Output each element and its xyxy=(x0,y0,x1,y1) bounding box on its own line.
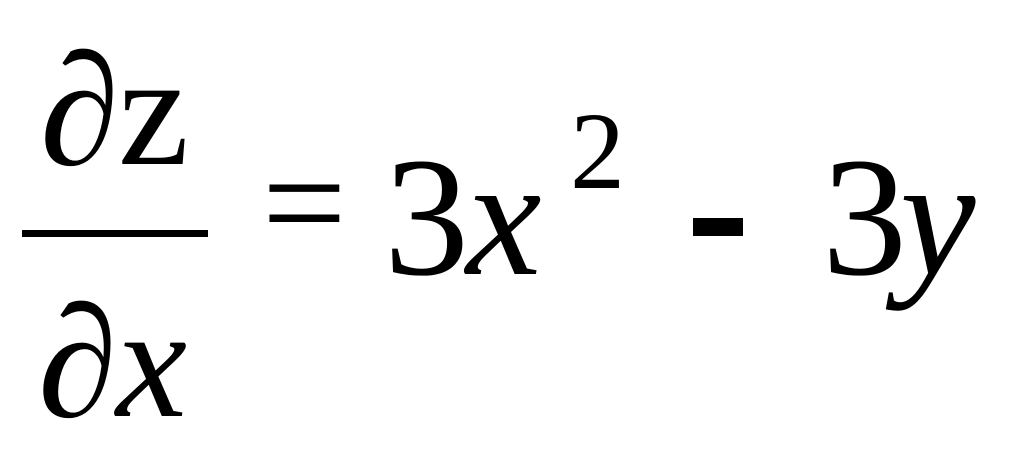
fraction-bar xyxy=(22,230,208,237)
denominator-partial-symbol: ∂ xyxy=(38,273,118,451)
equals-sign: = xyxy=(262,120,347,286)
term1-coefficient: 3 xyxy=(384,123,469,311)
numerator-partial-symbol: ∂ xyxy=(40,21,120,199)
term1-variable: x xyxy=(466,123,542,311)
term2-coefficient: 3 xyxy=(822,123,907,311)
term2-variable: y xyxy=(900,123,976,311)
term1-exponent: 2 xyxy=(570,90,625,212)
minus-sign: - xyxy=(693,218,743,236)
denominator-variable: x xyxy=(116,273,188,451)
numerator-variable: z xyxy=(118,21,190,199)
